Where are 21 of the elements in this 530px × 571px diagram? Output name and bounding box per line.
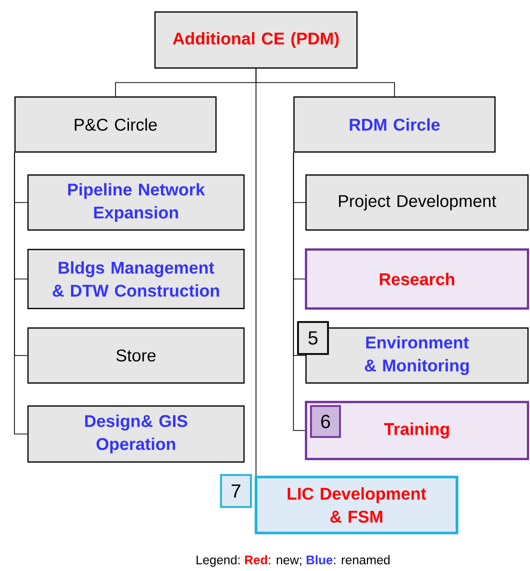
label: Red bbox=[245, 555, 268, 564]
org-box: Design& GIS Operation bbox=[27, 405, 245, 463]
org-box: Pipeline Network Expansion bbox=[27, 174, 245, 231]
org-box: P&C Circle bbox=[14, 96, 217, 153]
connector-line bbox=[293, 152, 306, 431]
org-box: Additional CE (PDM) bbox=[154, 11, 358, 69]
org-box: Research bbox=[304, 248, 530, 310]
connector-line bbox=[14, 152, 28, 434]
org-box: Project Development bbox=[305, 174, 529, 231]
org-box: RDM Circle bbox=[293, 96, 496, 153]
legend-label: : new; bbox=[269, 558, 302, 566]
org-box: Store bbox=[27, 327, 245, 384]
label: Legend: bbox=[196, 555, 240, 567]
org-box: LIC Development & FSM bbox=[254, 476, 458, 534]
legend-label: : renamed bbox=[334, 555, 390, 564]
number-box: 5 bbox=[297, 321, 329, 355]
label: Blue bbox=[306, 555, 333, 564]
org-box: Bldgs Management & DTW Construction bbox=[27, 248, 245, 310]
legend-text: Legend: Red: new; Blue: renamed bbox=[196, 555, 390, 567]
number-box: 7 bbox=[220, 474, 252, 508]
number-box: 6 bbox=[310, 405, 341, 438]
